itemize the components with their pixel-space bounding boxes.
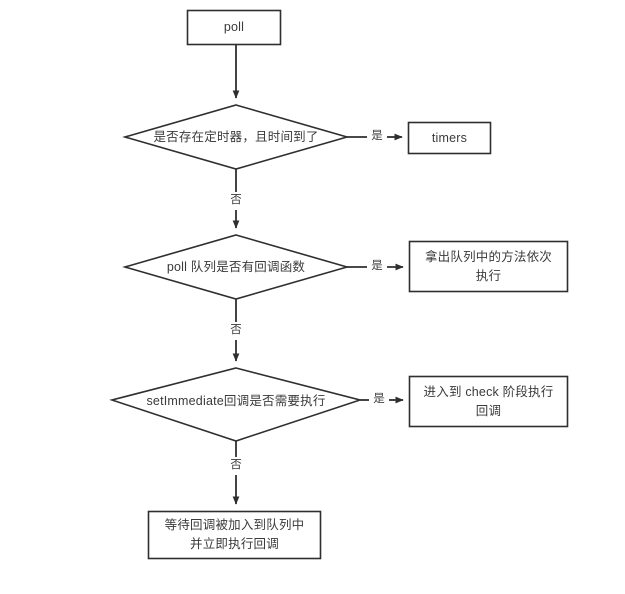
node-run-queue[interactable] (409, 241, 568, 292)
node-check-phase[interactable] (409, 376, 568, 427)
node-poll-shape[interactable] (186, 9, 282, 46)
node-decision-setimmediate[interactable] (112, 368, 360, 441)
node-timers[interactable] (408, 122, 491, 154)
node-wait-callback-shape[interactable] (147, 510, 322, 560)
node-run-queue-shape[interactable] (408, 240, 569, 293)
node-check-phase-shape[interactable] (408, 375, 569, 428)
node-decision-timers[interactable] (125, 105, 347, 169)
node-poll[interactable] (187, 10, 281, 45)
node-timers-shape[interactable] (407, 121, 492, 155)
node-decision-poll-queue[interactable] (125, 235, 347, 299)
node-wait-callback[interactable] (148, 511, 321, 559)
